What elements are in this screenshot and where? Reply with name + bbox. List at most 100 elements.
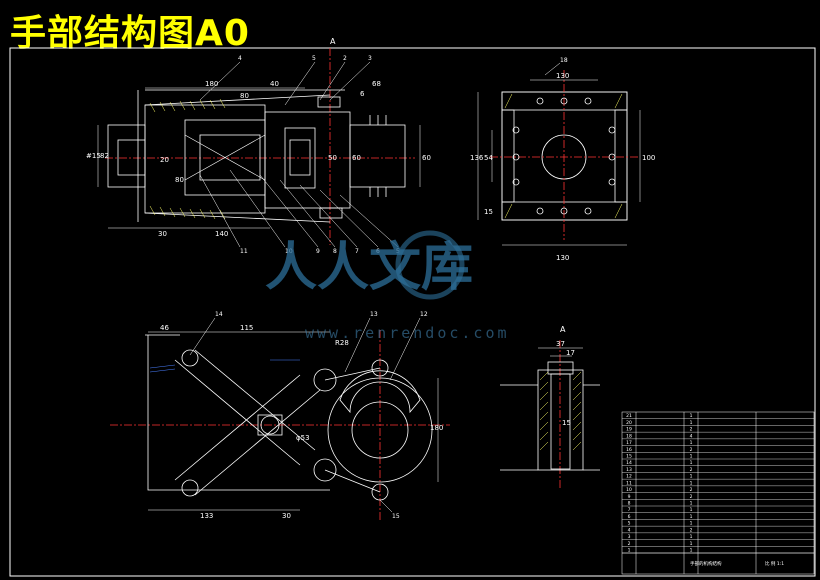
- parts-list-cell: 20: [626, 420, 632, 426]
- parts-list-cell: 1: [690, 454, 693, 460]
- dim-bottom-133: 133: [200, 512, 213, 520]
- callout-5-bottom: 5: [396, 248, 400, 255]
- dim-right-136: 136: [470, 154, 484, 162]
- parts-list-cell: 18: [626, 433, 632, 439]
- callout-18-right: 18: [560, 57, 568, 64]
- parts-list-cell: 1: [690, 548, 693, 554]
- parts-list-cell: 1: [690, 541, 693, 547]
- callout-8: 8: [333, 248, 337, 255]
- parts-list-cell: 1: [690, 514, 693, 520]
- parts-list-cell: 4: [690, 433, 693, 439]
- parts-list-cell: 1: [690, 521, 693, 527]
- dim-top-40: 40: [270, 80, 279, 88]
- callout-5-top: 5: [312, 55, 316, 62]
- dim-bottom-46: 46: [160, 324, 169, 332]
- callout-3: 3: [368, 55, 372, 62]
- callout-12: 12: [420, 311, 428, 318]
- section-view: [500, 340, 600, 490]
- parts-list-cell: 1: [690, 420, 693, 426]
- callout-10: 10: [285, 248, 293, 255]
- parts-list-cell: 9: [628, 494, 631, 500]
- parts-list-cell: 4: [628, 527, 631, 533]
- dim-bottom-dia53: φ53: [296, 434, 310, 442]
- parts-list-cell: 2: [690, 427, 693, 433]
- title-block-text: 手部的机构结构 比 例 1:1: [690, 560, 784, 567]
- parts-list-cell: 2: [690, 527, 693, 533]
- callout-9: 9: [316, 248, 320, 255]
- callout-15: 15: [392, 513, 400, 520]
- dim-right-130: 130: [556, 72, 569, 80]
- watermark-logo-icon: [395, 230, 465, 300]
- parts-list-cell: 14: [626, 460, 632, 466]
- dim-top-6: 6: [360, 90, 365, 98]
- dim-top-68: 68: [372, 80, 381, 88]
- dim-top-dia15: #15: [86, 152, 101, 160]
- parts-list-cell: 3: [628, 534, 631, 540]
- dim-top-80: 80: [240, 92, 249, 100]
- parts-list-cell: 1: [690, 474, 693, 480]
- dim-top-50: 50: [328, 154, 337, 162]
- drawing-title: 手部结构图A0: [10, 13, 250, 54]
- parts-list-cell: 15: [626, 454, 632, 460]
- section-mark-top: A: [330, 37, 336, 46]
- dim-section-17: 17: [566, 349, 575, 357]
- callout-14: 14: [215, 311, 223, 318]
- dim-section-37: 37: [556, 340, 565, 348]
- parts-list-cell: 10: [626, 487, 632, 493]
- parts-list-cell: 1: [690, 507, 693, 513]
- watermark-url: www.renrendoc.com: [305, 324, 510, 342]
- callout-7: 7: [355, 248, 359, 255]
- dim-top-82: 82: [100, 152, 109, 160]
- parts-list-cell: 2: [690, 494, 693, 500]
- dim-right-54: 54: [484, 154, 493, 162]
- parts-list-cell: 1: [690, 534, 693, 540]
- dim-bottom-115: 115: [240, 324, 253, 332]
- dim-right-100: 100: [642, 154, 655, 162]
- dim-top-60: 60: [422, 154, 431, 162]
- bottom-view-labels: 46 115 133 30 14 13 12 R28 φ53 180 15: [160, 311, 443, 520]
- top-view: [97, 48, 421, 248]
- dim-right-130b: 130: [556, 254, 569, 262]
- dim-bottom-30: 30: [282, 512, 291, 520]
- dim-bottom-r28: R28: [335, 339, 349, 347]
- parts-list-cell: 11: [626, 480, 632, 486]
- callout-6: 6: [376, 248, 380, 255]
- title-block-ratio: 比 例 1:1: [765, 560, 784, 567]
- top-view-labels: A 180 40 80 68 6 30 20 80 140 60 50 60 #…: [86, 37, 431, 255]
- parts-list-cell: 8: [628, 501, 631, 507]
- callout-4: 4: [238, 55, 242, 62]
- parts-list-cell: 12: [626, 474, 632, 480]
- drawing-border: [9, 47, 816, 577]
- parts-list-cell: 2: [690, 487, 693, 493]
- parts-list-cell: 7: [628, 507, 631, 513]
- parts-list-cell: 1: [690, 480, 693, 486]
- parts-list-cell: 1: [690, 440, 693, 446]
- dim-top-20: 20: [160, 156, 169, 164]
- right-view-labels: 18 130 136 54 100 130 15: [470, 57, 655, 262]
- callout-2: 2: [343, 55, 347, 62]
- section-view-labels: A 37 17 15: [556, 325, 575, 427]
- dim-section-15: 15: [562, 419, 571, 427]
- parts-list-cell: 17: [626, 440, 632, 446]
- parts-list-cell: 1: [628, 548, 631, 554]
- section-mark-a: A: [560, 325, 566, 334]
- parts-list-cell: 5: [628, 521, 631, 527]
- bottom-view: [110, 317, 450, 520]
- parts-list-cell: 2: [628, 541, 631, 547]
- parts-list-cell: 6: [628, 514, 631, 520]
- watermark: 人人文库 www.renrendoc.com: [265, 230, 510, 342]
- parts-list-cell: 2: [690, 447, 693, 453]
- title-block: [621, 411, 815, 575]
- callout-11: 11: [240, 248, 248, 255]
- parts-list-cell: 16: [626, 447, 632, 453]
- parts-list-cell: 13: [626, 467, 632, 473]
- dim-top-180: 180: [205, 80, 218, 88]
- dim-top-80b: 80: [175, 176, 184, 184]
- dim-bottom-180: 180: [430, 424, 443, 432]
- parts-list-cell: 1: [690, 460, 693, 466]
- parts-list-cell: 1: [690, 501, 693, 507]
- dim-top-30: 30: [158, 230, 167, 238]
- watermark-brand: 人人文库: [265, 238, 473, 298]
- dim-right-15: 15: [484, 208, 493, 216]
